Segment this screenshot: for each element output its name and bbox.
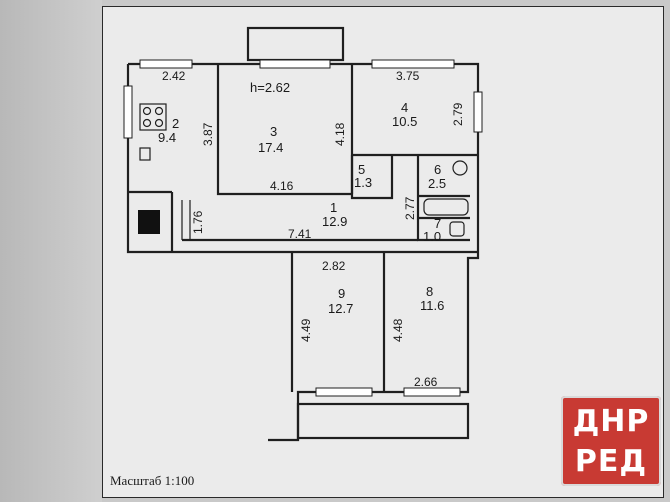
dim-room-8-width: 2.66 [414,375,438,389]
window-room-3 [259,59,331,69]
room-6-number: 6 [434,162,441,177]
room-4-area: 10.5 [392,114,417,129]
dim-corridor-length: 7.41 [288,227,312,241]
room-2-number: 2 [172,116,179,131]
room-8-number: 8 [426,284,433,299]
watermark-logo: ДНР РЕД [561,396,661,486]
room-5-area: 1.3 [354,175,372,190]
scale-label: Масштаб 1:100 [110,473,195,488]
room-9-area: 12.7 [328,301,353,316]
logo-line-1: ДНР [572,404,650,439]
logo-line-2: РЕД [574,444,648,479]
dim-room-4-width: 3.75 [396,69,420,83]
dim-kitchen-width: 2.42 [162,69,186,83]
window-kitchen-side [123,85,133,139]
room-1-number: 1 [330,200,337,215]
entrance-door [181,200,191,240]
window-room-8 [403,387,461,397]
wall-closet-5 [350,155,394,200]
room-7-area: 1.0 [423,229,441,244]
window-room-9 [315,387,373,397]
dim-room-4-length: 2.79 [451,102,465,126]
top-balcony [246,26,345,62]
room-1-area: 12.9 [322,214,347,229]
room-3-number: 3 [270,124,277,139]
stove-icon [139,103,167,131]
boiler-icon [452,160,468,176]
room-8-area: 11.6 [420,298,444,313]
bathtub-icon [423,198,469,216]
room-4-number: 4 [401,100,408,115]
room-9-number: 9 [338,286,345,301]
dim-room-9-width: 2.82 [322,259,346,273]
dim-hall-width: 1.76 [191,210,205,234]
toilet-icon [449,221,465,237]
window-room-4 [371,59,455,69]
room-5-number: 5 [358,162,365,177]
background-edge [0,0,102,502]
window-kitchen [139,59,193,69]
room-7-number: 7 [434,216,441,231]
wall-room-3 [216,64,352,196]
bottom-balcony [296,402,470,440]
ceiling-height: h=2.62 [250,80,290,95]
dim-corridor-side: 2.77 [403,196,417,220]
sink-icon [139,147,151,161]
dim-kitchen-length: 3.87 [201,122,215,146]
dim-room-3-length: 4.18 [333,122,347,146]
room-3-area: 17.4 [258,140,283,155]
dim-room-3-width: 4.16 [270,179,294,193]
window-room-4-side [473,91,483,133]
room-2-area: 9.4 [158,130,176,145]
dim-room-9-length: 4.49 [299,318,313,342]
radiator-icon [138,210,160,234]
wall-bath [416,155,470,242]
room-6-area: 2.5 [428,176,446,191]
dim-room-8-length: 4.48 [391,318,405,342]
